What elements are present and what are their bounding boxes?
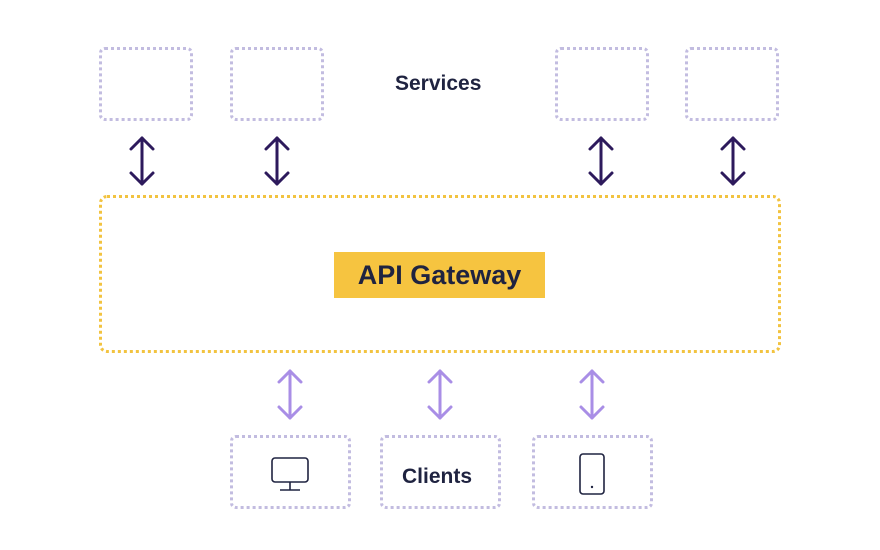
client-3-arrow bbox=[579, 369, 605, 420]
clients-label: Clients bbox=[402, 465, 473, 488]
monitor-icon bbox=[271, 457, 309, 491]
mobile-phone-icon bbox=[579, 453, 605, 495]
api-gateway-box bbox=[99, 195, 781, 353]
service-box-4 bbox=[685, 47, 779, 121]
client-1-arrow bbox=[277, 369, 303, 420]
service-box-1 bbox=[99, 47, 193, 121]
client-2-arrow bbox=[427, 369, 453, 420]
service-2-arrow bbox=[264, 136, 290, 186]
api-gateway-label: API Gateway bbox=[334, 252, 545, 298]
client-box-desktop bbox=[230, 435, 351, 509]
service-box-3 bbox=[555, 47, 649, 121]
service-box-2 bbox=[230, 47, 324, 121]
client-box-label bbox=[380, 435, 501, 509]
service-3-arrow bbox=[588, 136, 614, 186]
client-box-mobile bbox=[532, 435, 653, 509]
service-4-arrow bbox=[720, 136, 746, 186]
services-label: Services bbox=[395, 72, 482, 95]
service-1-arrow bbox=[129, 136, 155, 186]
